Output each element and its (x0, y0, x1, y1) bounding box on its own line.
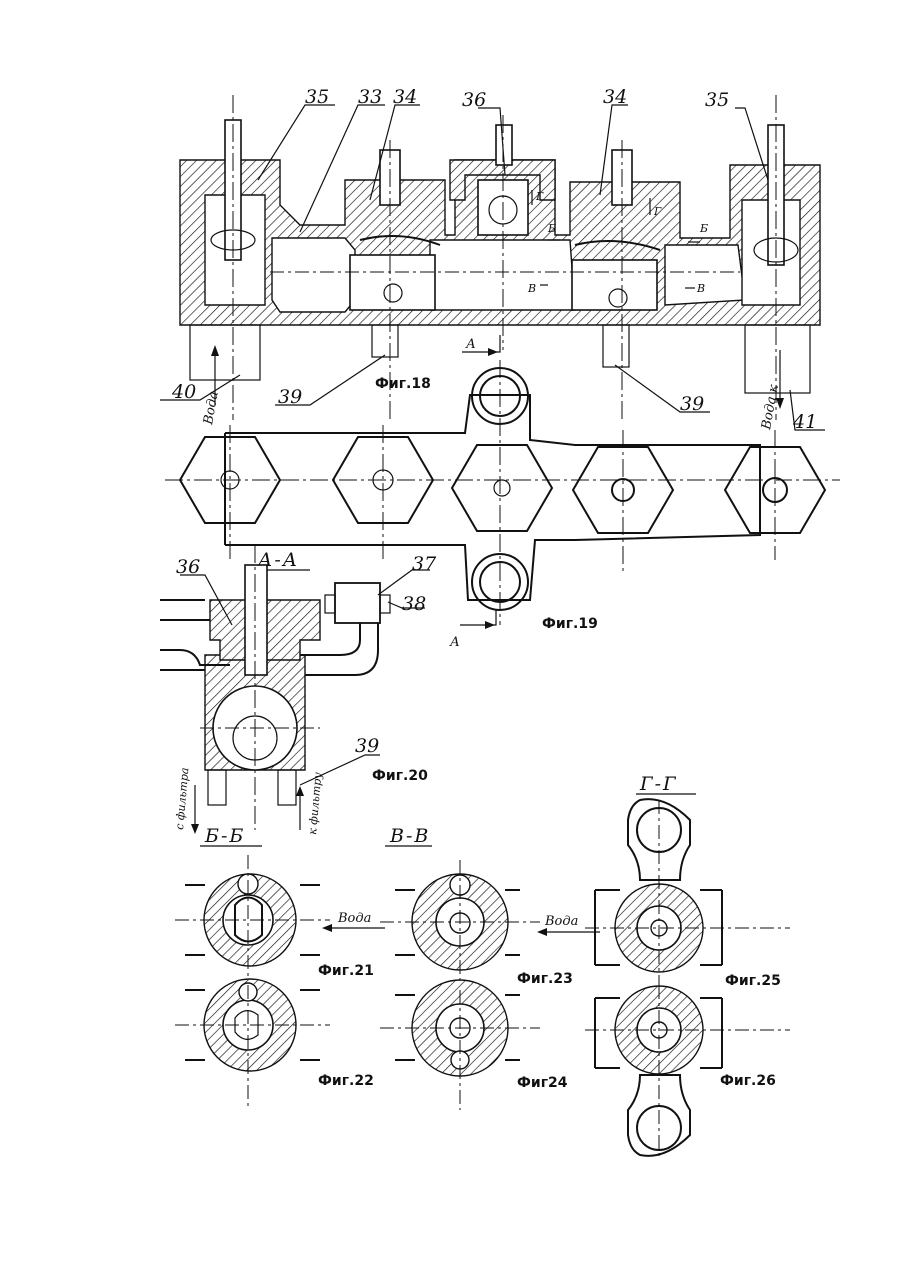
figure-18: 35 33 34 36 34 35 40 39 39 41 Вода Вода … (160, 86, 825, 433)
figure-25-26: Г-Г Фиг.25 Фиг.26 (585, 773, 790, 1160)
caption-fig22: Фиг.22 (318, 1073, 374, 1089)
label-39-left: 39 (278, 386, 302, 408)
flow-label-voda-21: Вода (337, 911, 371, 926)
label-36-aa: 36 (176, 556, 200, 578)
mark-g-2: Г (653, 205, 662, 218)
figure-21-22: Б-Б Вода Фиг.21 Фиг.22 (175, 825, 385, 1110)
label-35-left: 35 (305, 86, 329, 108)
label-39-aa: 39 (355, 735, 379, 757)
section-title-bb: Б-Б (204, 825, 245, 847)
label-34-right: 34 (603, 86, 627, 108)
label-34-left: 34 (393, 86, 417, 108)
flow-label-s-filtra: с фильтра (173, 767, 191, 830)
caption-fig24: Фиг24 (517, 1075, 568, 1091)
caption-fig26: Фиг.26 (720, 1073, 776, 1089)
flow-label-voda-right: Вода к (759, 383, 782, 431)
label-36-top: 36 (462, 89, 486, 111)
label-33: 33 (358, 86, 382, 108)
plan-outline (225, 395, 760, 600)
label-40: 40 (171, 381, 196, 403)
label-35-right: 35 (705, 89, 729, 111)
label-37: 37 (412, 553, 437, 575)
flow-label-voda-23: Вода (544, 914, 578, 929)
label-38: 38 (402, 593, 426, 615)
caption-fig18: Фиг.18 (375, 376, 431, 392)
caption-fig25: Фиг.25 (725, 973, 781, 989)
mark-v-2: В (696, 282, 705, 295)
caption-fig21: Фиг.21 (318, 963, 374, 979)
caption-fig19: Фиг.19 (542, 616, 598, 632)
section-title-vv: В-В (389, 825, 430, 847)
mark-b-2: Б (699, 222, 708, 235)
mark-v-1: В (527, 282, 536, 295)
section-mark-a-bottom: А (449, 635, 460, 650)
mark-g-1: Г (535, 190, 544, 203)
figure-23-24: В-В Вода Фиг.23 Фиг24 (380, 825, 600, 1110)
flow-label-voda-left: Вода (201, 390, 222, 426)
label-41: 41 (792, 411, 817, 433)
fitting-37 (335, 583, 380, 623)
caption-fig20: Фиг.20 (372, 768, 428, 784)
valve-plug-right (572, 260, 657, 310)
mark-b-1: Б (547, 222, 556, 235)
section-mark-a-top: А (465, 337, 476, 352)
figure-20: А-А 36 37 38 39 с ф (160, 545, 437, 835)
label-39-right: 39 (680, 393, 704, 415)
caption-fig23: Фиг.23 (517, 971, 573, 987)
hex-nut-3 (452, 445, 552, 531)
section-title-gg: Г-Г (639, 773, 678, 795)
